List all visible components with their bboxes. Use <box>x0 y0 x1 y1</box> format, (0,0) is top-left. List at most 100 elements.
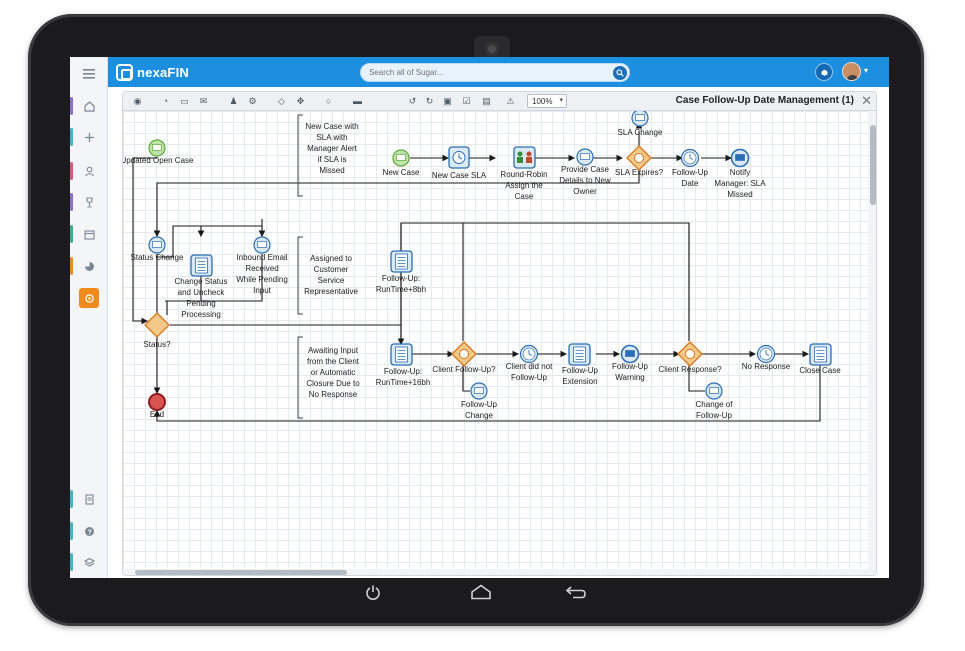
settings-task-icon[interactable]: ⚙ <box>248 95 257 106</box>
bell-icon <box>821 69 827 76</box>
event-sla-change[interactable]: SLA Change <box>618 109 663 137</box>
left-nav: ? <box>70 57 108 578</box>
task-new-case-sla[interactable]: New Case SLA <box>432 146 487 180</box>
event-inbound-email[interactable]: Inbound Email Received While Pending Inp… <box>236 236 288 295</box>
calendar-icon <box>83 229 95 240</box>
event-provide-case-details[interactable]: Provide Case Details to New Owner <box>559 148 611 196</box>
event-change-of-follow-up[interactable]: Change of Follow-Up <box>696 382 734 420</box>
timer-follow-up-date[interactable]: Follow-Up Date <box>672 148 709 189</box>
search-icon[interactable] <box>613 66 627 80</box>
timer-no-response[interactable]: No Response <box>742 344 791 372</box>
user-task-icon[interactable]: ♟ <box>229 95 238 106</box>
global-search[interactable] <box>360 63 630 82</box>
task-change-status[interactable]: Change Status and Uncheck Pending Proces… <box>175 254 228 319</box>
node-label: While Pending <box>236 275 288 284</box>
gateway-status[interactable]: Status? <box>143 312 171 349</box>
nav-contacts[interactable] <box>70 158 108 184</box>
node-label: Pending <box>186 299 215 308</box>
task-round-robin[interactable]: Round-Robin Assign the Case <box>500 146 548 201</box>
notifications-button[interactable] <box>815 63 833 81</box>
end-event[interactable]: End <box>148 393 166 419</box>
task-follow-up-16bh[interactable]: Follow-Up: RunTime+16bh <box>376 343 431 387</box>
nav-create[interactable] <box>70 124 108 150</box>
start-event-updated-open-case[interactable]: Updated Open Case <box>123 139 194 165</box>
timer-tool-icon[interactable]: ◔ <box>162 96 169 106</box>
zoom-select[interactable]: 100% ▾ <box>527 94 567 108</box>
plus-icon <box>84 132 94 142</box>
comment-tool-icon[interactable]: ▬ <box>353 96 362 106</box>
annotation-awaiting: Awaiting Input from the Client or Automa… <box>306 346 360 399</box>
undo-icon[interactable]: ↺ <box>408 95 417 106</box>
nav-reports[interactable] <box>70 253 108 279</box>
node-label: Follow-Up: <box>384 367 422 376</box>
search-input[interactable] <box>369 66 605 79</box>
node-label: Change <box>465 411 494 420</box>
nav-calendar[interactable] <box>70 221 108 247</box>
node-label: Processing <box>181 310 221 319</box>
power-icon <box>361 582 385 602</box>
task-follow-up-extension[interactable]: Follow-Up Extension <box>562 343 599 386</box>
node-label: Manager: SLA <box>714 179 766 188</box>
email-tool-icon[interactable]: ✉ <box>199 95 208 106</box>
parallel-gateway-icon[interactable]: ✥ <box>296 95 305 106</box>
reports-icon <box>84 261 94 271</box>
scroll-thumb[interactable] <box>870 125 876 205</box>
nav-process[interactable] <box>70 285 108 311</box>
node-label: SLA Expires? <box>615 168 664 177</box>
vertical-scrollbar[interactable] <box>868 111 876 569</box>
gateway-client-follow-up[interactable]: Client Follow-Up? <box>432 341 496 374</box>
nav-notes[interactable] <box>70 486 108 512</box>
task-follow-up-8bh[interactable]: Follow-Up: RunTime+8bh <box>376 250 426 294</box>
node-label: Follow-Up <box>612 362 649 371</box>
annotation-line: SLA with <box>316 133 347 142</box>
node-label: Updated Open Case <box>123 156 194 165</box>
user-avatar[interactable] <box>842 62 861 81</box>
chevron-down-icon: ▾ <box>559 97 563 104</box>
event-follow-up-change[interactable]: Follow-Up Change <box>461 382 498 420</box>
export-icon[interactable]: ▤ <box>482 95 491 106</box>
event-notify-manager[interactable]: Notify Manager: SLA Missed <box>714 148 766 200</box>
nav-home[interactable] <box>70 93 108 119</box>
annotation-line: Customer <box>314 265 349 274</box>
redo-icon[interactable]: ↻ <box>425 95 434 106</box>
gateway-sla-expires[interactable]: SLA Expires? <box>615 145 664 177</box>
select-tool-icon[interactable]: ◉ <box>133 95 142 106</box>
nav-layers[interactable] <box>70 549 108 575</box>
node-label: SLA Change <box>618 128 663 137</box>
node-label: RunTime+16bh <box>376 378 431 387</box>
end-event-icon[interactable]: ○ <box>325 96 332 106</box>
annotation-line: Representative <box>304 287 358 296</box>
nav-help[interactable]: ? <box>70 518 108 544</box>
event-status-change[interactable]: Status Change <box>131 236 184 262</box>
node-label: Follow-Up <box>511 373 548 382</box>
logo-icon <box>116 63 133 81</box>
node-label: Round-Robin <box>500 170 547 179</box>
annotation-line: Service <box>318 276 345 285</box>
gateway-tool-icon[interactable]: ◇ <box>278 95 285 106</box>
gateway-client-response[interactable]: Client Response? <box>658 341 722 374</box>
annotation-line: New Case with <box>305 122 358 131</box>
brand-logo[interactable]: nexaFIN <box>116 63 189 81</box>
warning-icon[interactable]: ⚠ <box>506 95 515 106</box>
horizontal-scrollbar[interactable] <box>123 569 876 575</box>
receive-tool-icon[interactable]: ▭ <box>180 95 189 106</box>
nav-opportunities[interactable] <box>70 189 108 215</box>
start-event-new-case[interactable]: New Case <box>383 149 420 177</box>
event-follow-up-warning[interactable]: Follow-Up Warning <box>612 344 649 383</box>
menu-icon[interactable] <box>70 61 108 87</box>
node-label: Follow-Up: <box>382 274 420 283</box>
validate-icon[interactable]: ☑ <box>462 95 471 106</box>
process-icon <box>84 293 94 303</box>
annotation-line: Assigned to <box>310 254 352 263</box>
timer-client-did-not-follow-up[interactable]: Client did not Follow-Up <box>506 344 553 383</box>
close-icon[interactable]: ✕ <box>861 93 872 108</box>
save-icon[interactable]: ▣ <box>443 95 452 106</box>
task-close-case[interactable]: Close Case <box>799 343 841 375</box>
scroll-thumb[interactable] <box>135 570 347 575</box>
chevron-down-icon[interactable]: ▾ <box>864 66 869 75</box>
trophy-icon <box>85 196 93 208</box>
brand-name: nexaFIN <box>137 64 189 80</box>
diagram-canvas[interactable]: New Case with SLA with Manager Alert if … <box>123 109 868 569</box>
node-label: RunTime+8bh <box>376 285 426 294</box>
designer-toolbar: ◉ ◔ ▭ ✉ ♟ ⚙ ◇ ✥ ○ ▬ ↺ ↻ ▣ ☑ ▤ ⚠ 100% ▾ C… <box>123 92 876 111</box>
